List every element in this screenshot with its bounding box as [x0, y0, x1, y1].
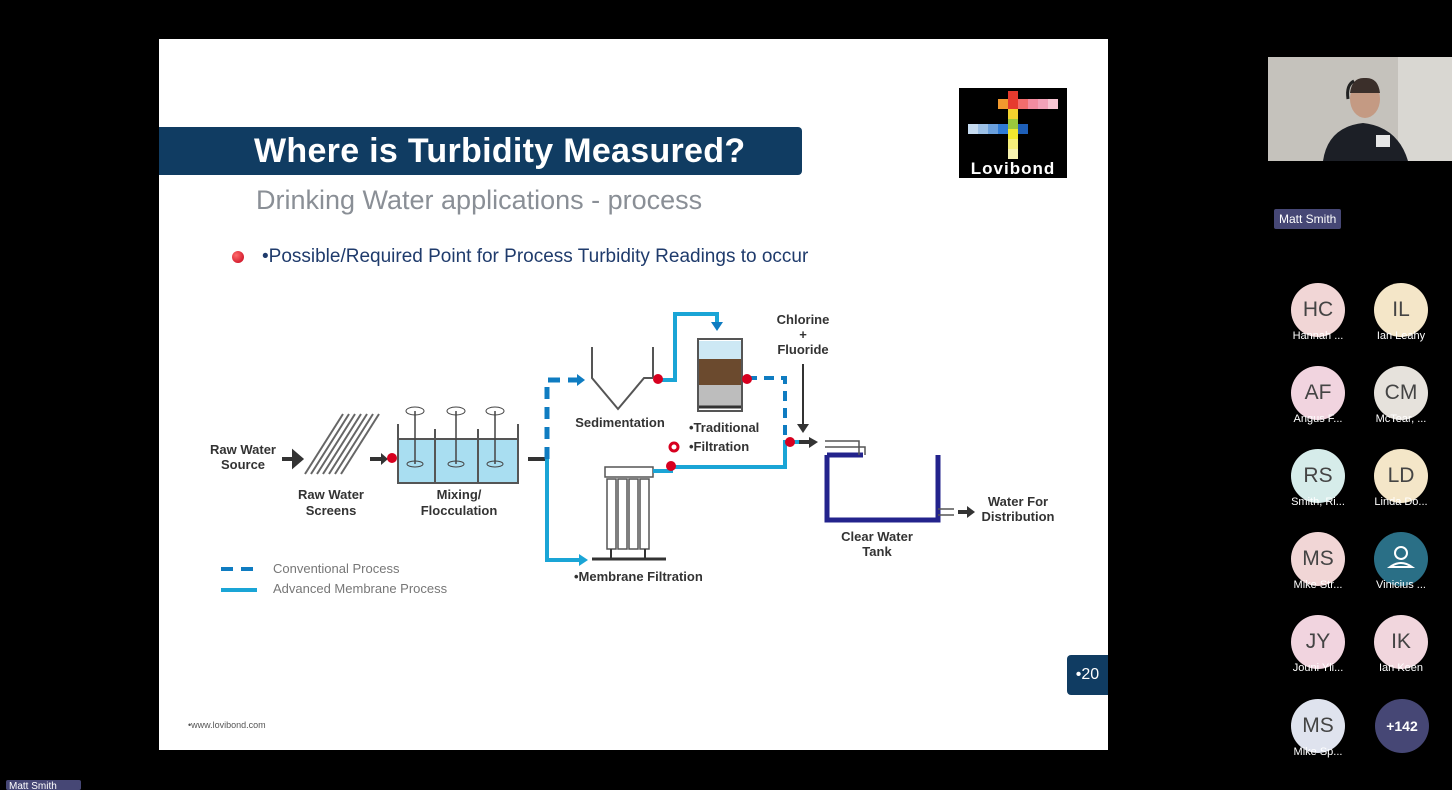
membrane-filter-graphic: [592, 466, 666, 561]
sedimentation-label: Sedimentation: [575, 415, 665, 430]
arrow-source: [282, 448, 305, 470]
participant-name: Hannah ...: [1292, 330, 1344, 342]
speaker-name-tag: Matt Smith: [1274, 209, 1342, 229]
traditional-filter-graphic: [697, 338, 743, 412]
participant-avatar: IK: [1374, 615, 1428, 669]
speaker-video-feed: [1268, 57, 1452, 161]
participant-name: Jouni Yli...: [1292, 662, 1344, 674]
lovibond-logo: Lovibond: [959, 88, 1067, 178]
more-participants-button[interactable]: +142: [1375, 699, 1429, 753]
bottom-name-tag: Matt Smith: [6, 780, 81, 790]
participant-avatar: LD: [1374, 449, 1428, 503]
clear-water-line2: Tank: [862, 544, 892, 559]
turbidity-point: [785, 437, 795, 447]
membrane-filtration-label: •Membrane Filtration: [574, 569, 703, 584]
person-icon: [1374, 532, 1428, 586]
mixing-line2: Flocculation: [421, 503, 498, 518]
participant-avatar: IL: [1374, 283, 1428, 337]
distribution-line2: Distribution: [982, 509, 1055, 524]
participant-name: Ian Keen: [1378, 662, 1424, 674]
advanced-pipe-1: [545, 459, 579, 562]
sedimentation-graphic: [591, 347, 654, 411]
participant-avatar: AF: [1291, 366, 1345, 420]
bullet-text: •Possible/Required Point for Process Tur…: [262, 246, 809, 267]
chlorine-line2: +: [799, 327, 807, 342]
footer-url: •www.lovibond.com: [188, 720, 266, 730]
participant-name: Smith, Ri...: [1291, 496, 1345, 508]
mixing-line1: Mixing/: [437, 487, 482, 502]
traditional-line1: •Traditional: [689, 420, 759, 435]
slide-title: Where is Turbidity Measured?: [254, 132, 746, 170]
raw-water-source-line2: Source: [221, 457, 265, 472]
logo-text: Lovibond: [971, 159, 1055, 178]
mixing-tank-graphic: [397, 406, 519, 484]
turbidity-point: [668, 441, 680, 453]
participant-name: Ian Leahy: [1376, 330, 1426, 342]
title-bar: Where is Turbidity Measured?: [159, 127, 802, 175]
participant-name: Linda Do...: [1374, 496, 1428, 508]
raw-water-source-line1: Raw Water: [210, 442, 276, 457]
turbidity-point-marker: [232, 251, 244, 263]
slide-subtitle: Drinking Water applications - process: [256, 185, 703, 215]
presentation-slide: Where is Turbidity Measured? Drinking Wa…: [159, 39, 1108, 750]
participant-name: Angus F...: [1293, 413, 1343, 425]
participant-name: McTear, ...: [1375, 413, 1427, 425]
chlorine-line3: Fluoride: [777, 342, 828, 357]
participant-avatar: CM: [1374, 366, 1428, 420]
participant-avatar: JY: [1291, 615, 1345, 669]
participant-tile[interactable]: Vinicius ...: [1359, 532, 1443, 591]
clear-water-tank-graphic: [824, 440, 954, 523]
participant-name: Vinicius ...: [1376, 579, 1426, 591]
conventional-pipe-1: [544, 377, 577, 459]
traditional-line2: •Filtration: [689, 439, 749, 454]
raw-water-screens-graphic: [304, 413, 380, 475]
distribution-line1: Water For: [988, 494, 1048, 509]
process-diagram: Raw Water Source Raw Water Screens: [210, 312, 1055, 596]
participant-name: Mike Str...: [1293, 579, 1343, 591]
turbidity-point: [742, 374, 752, 384]
chlorine-line1: Chlorine: [777, 312, 830, 327]
participant-avatar: RS: [1291, 449, 1345, 503]
legend-advanced-label: Advanced Membrane Process: [273, 581, 448, 596]
turbidity-point: [653, 374, 663, 384]
participant-avatar: MS: [1291, 532, 1345, 586]
participant-avatar: MS: [1291, 699, 1345, 753]
sed-to-filter-pipe: [659, 312, 719, 382]
raw-water-screens-line2: Screens: [306, 503, 357, 518]
raw-water-screens-line1: Raw Water: [298, 487, 364, 502]
turbidity-point: [666, 461, 676, 471]
participant-avatar: HC: [1291, 283, 1345, 337]
clear-water-line1: Clear Water: [841, 529, 913, 544]
speaker-video-tile[interactable]: [1268, 57, 1452, 161]
page-number-badge: •20: [1067, 655, 1108, 695]
participant-name: Mike Sp...: [1293, 746, 1343, 758]
turbidity-point: [387, 453, 397, 463]
legend-conventional-label: Conventional Process: [273, 561, 400, 576]
filter-to-tank-dashed: [747, 376, 787, 442]
